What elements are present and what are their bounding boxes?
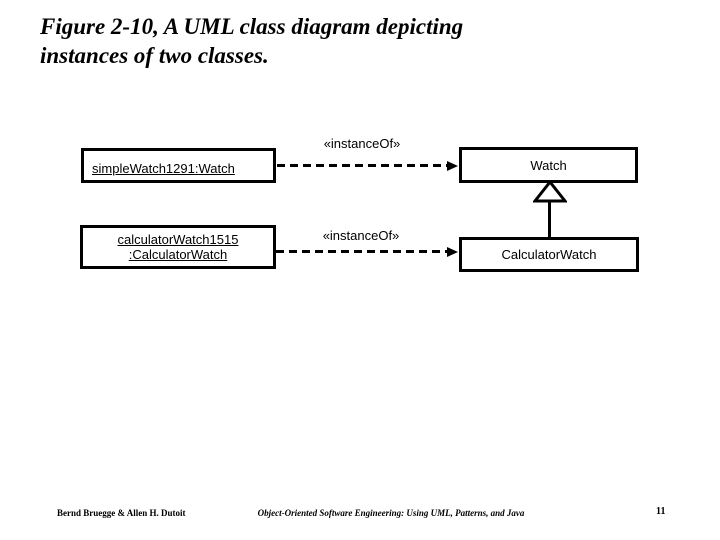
instance-box-simplewatch: simpleWatch1291:Watch [81, 148, 276, 183]
slide-title: Figure 2-10, A UML class diagram depicti… [40, 12, 463, 70]
class-name-calculatorwatch: CalculatorWatch [501, 247, 597, 262]
instance-name-calculatorwatch-line1: calculatorWatch1515 [117, 232, 239, 247]
stereotype-label-instanceof-1: «instanceOf» [323, 136, 401, 151]
class-name-watch: Watch [530, 157, 567, 173]
footer-page-number: 11 [656, 506, 666, 517]
inheritance-triangle-icon [533, 180, 567, 203]
instance-name-calculatorwatch-line2: :CalculatorWatch [128, 247, 228, 262]
title-line-1: Figure 2-10, A UML class diagram depicti… [40, 14, 464, 39]
class-box-watch: Watch [459, 147, 638, 183]
footer-authors: Bernd Bruegge & Allen H. Dutoit [57, 508, 186, 518]
arrowhead-icon-2 [447, 247, 458, 257]
footer-book-title: Object-Oriented Software Engineering: Us… [257, 508, 525, 518]
stereotype-label-instanceof-2: «instanceOf» [322, 228, 400, 243]
inheritance-line [548, 202, 551, 237]
dashed-dependency-line-1 [277, 164, 447, 167]
instance-name-simplewatch: simpleWatch1291:Watch [92, 161, 235, 176]
dashed-dependency-line-2 [276, 250, 447, 253]
class-box-calculatorwatch: CalculatorWatch [459, 237, 639, 272]
arrowhead-icon-1 [447, 161, 458, 171]
title-line-2: instances of two classes. [40, 43, 269, 68]
instance-box-calculatorwatch: calculatorWatch1515 :CalculatorWatch [80, 225, 276, 269]
